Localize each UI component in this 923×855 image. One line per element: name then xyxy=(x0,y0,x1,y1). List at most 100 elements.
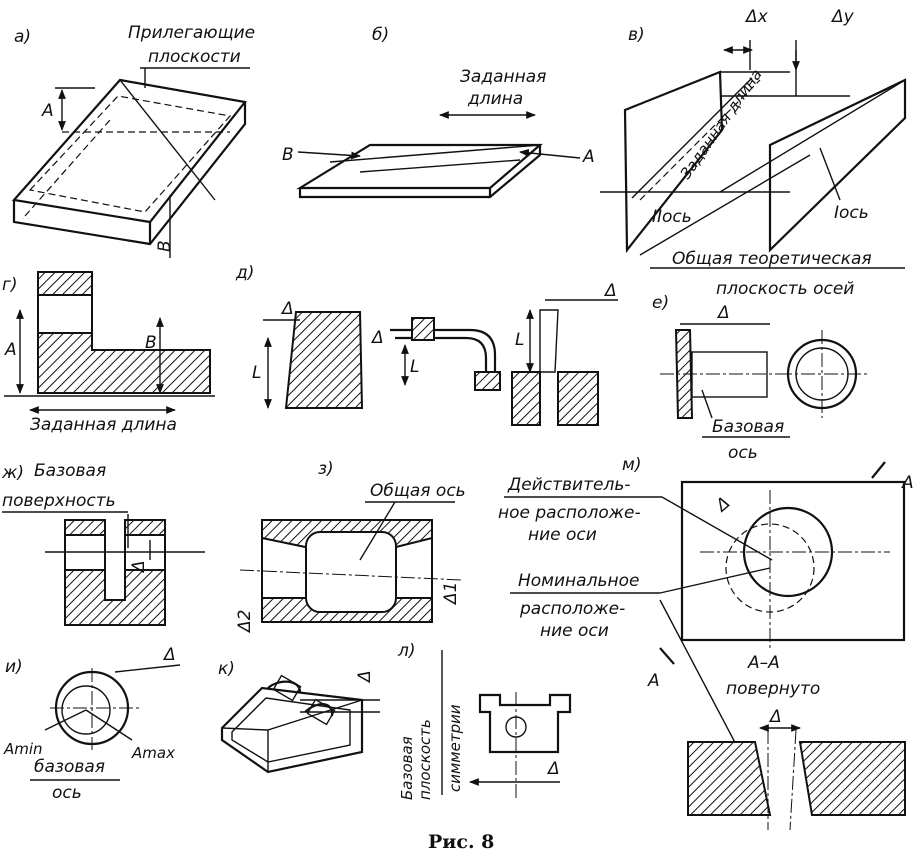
nominal-line1: Номинальное xyxy=(518,571,639,591)
label-line1: Базовая xyxy=(398,736,416,800)
dim-a-label: A xyxy=(4,340,17,360)
panel-b-letter: б) xyxy=(372,25,389,45)
panel-d: д) Δ L Δ L Δ L xyxy=(235,263,618,426)
delta-x-label: Δx xyxy=(744,7,769,27)
delta-2: Δ xyxy=(370,328,384,348)
panel-a-letter: а) xyxy=(14,27,31,47)
arrow-a xyxy=(519,148,581,159)
two-planes-shape xyxy=(600,40,907,269)
mark-a: A xyxy=(582,147,595,167)
len-1: L xyxy=(252,363,261,383)
actual-line3: ние оси xyxy=(528,525,597,545)
section-left xyxy=(687,741,772,816)
panel-a: а) Прилегающие плоскости A B xyxy=(11,23,255,258)
panel-zh: ж) Базовая поверхность Δ xyxy=(1,461,205,626)
label-line1: базовая xyxy=(34,757,105,777)
panel-k: к) Δ xyxy=(218,659,380,774)
wall-part-1 xyxy=(284,311,364,409)
delta-label: Δ xyxy=(162,645,176,665)
nominal-leader xyxy=(659,567,771,594)
panel-g: г) A B Заданная длина xyxy=(2,271,215,435)
panel-a-label-line2: плоскости xyxy=(148,47,241,67)
delta-label: Δ xyxy=(711,493,734,517)
panel-g-letter: г) xyxy=(2,275,18,295)
label-line1: Базовая xyxy=(712,417,784,437)
arrow-b xyxy=(297,151,361,160)
label-line2: ось xyxy=(728,443,758,463)
panel-v: в) Δx Δy Заданная длина IIось Iось Общая… xyxy=(600,7,907,299)
panel-i-letter: и) xyxy=(5,657,23,677)
actual-line2: ное расположе- xyxy=(498,503,641,523)
leader xyxy=(359,501,396,561)
delta-2: Δ2 xyxy=(235,610,255,634)
panel-i: и) Δ Amin Amax базовая ось xyxy=(3,645,181,803)
plane-label-line2: плоскость осей xyxy=(716,279,854,299)
section-a-top: A xyxy=(901,473,914,493)
amax-label: Amax xyxy=(131,744,175,762)
axis-2-label: IIось xyxy=(652,207,692,227)
rotated-label: повернуто xyxy=(726,679,820,699)
label-line1: Базовая xyxy=(34,461,106,481)
amax-line xyxy=(85,709,133,741)
panel-m-letter: м) xyxy=(622,455,641,475)
delta-label: Δ xyxy=(716,303,730,323)
nominal-line3: ние оси xyxy=(540,621,609,641)
box-part xyxy=(220,674,364,774)
section-mark-top xyxy=(871,461,886,479)
nominal-line2: расположе- xyxy=(519,599,625,619)
bore-center xyxy=(305,531,397,613)
l-part-shape xyxy=(478,693,572,754)
delta-label: Δ xyxy=(546,759,560,779)
actual-line1: Действитель- xyxy=(507,475,631,495)
label-line2: поверхность xyxy=(2,491,116,511)
block-window xyxy=(37,294,93,334)
common-axis xyxy=(239,569,463,581)
panel-e: е) Δ Базовая ось xyxy=(652,293,868,463)
panel-b: б) Заданная длина B A xyxy=(282,25,595,199)
delta-3: Δ xyxy=(603,281,617,301)
pin xyxy=(539,309,559,373)
delta-dim xyxy=(114,664,181,673)
panel-d-letter: д) xyxy=(235,263,254,283)
label-line2: плоскость xyxy=(416,719,434,800)
delta2-label: Δ xyxy=(768,707,782,727)
delta-1: Δ1 xyxy=(441,582,461,606)
section-right xyxy=(798,741,906,816)
dim-b-label: B xyxy=(155,240,175,252)
delta-label: Δ xyxy=(355,670,375,684)
leader xyxy=(701,389,713,419)
panel-b-label-line2: длина xyxy=(467,89,523,109)
delta-label: Δ xyxy=(129,560,149,574)
thin-plate-shape xyxy=(296,143,543,199)
panel-e-letter: е) xyxy=(652,293,669,313)
length-label: Заданная длина xyxy=(30,415,177,435)
outer-circle xyxy=(786,338,858,410)
dim-a-label: A xyxy=(41,101,54,121)
bore-left xyxy=(261,536,311,599)
section-title: А–А xyxy=(747,653,780,673)
amin-line xyxy=(44,709,87,731)
dim-b-label: B xyxy=(145,333,157,353)
panel-l-letter: л) xyxy=(397,641,416,661)
ground-left xyxy=(511,371,541,426)
delta-1: Δ xyxy=(280,299,294,319)
panel-zh-letter: ж) xyxy=(1,463,24,483)
plane-label-line1: Общая теоретическая xyxy=(672,249,872,269)
len-2: L xyxy=(410,357,419,377)
actual-leader xyxy=(661,496,773,561)
figure-caption: Рис. 8 xyxy=(428,831,494,853)
plate-shape xyxy=(11,78,248,246)
panel-l: л) Базовая плоскость симметрии Δ xyxy=(397,641,572,800)
label-line2: ось xyxy=(52,783,82,803)
panel-k-letter: к) xyxy=(218,659,235,679)
ground-right xyxy=(557,371,599,426)
label: Общая ось xyxy=(370,481,466,501)
axis-1-label: Iось xyxy=(834,203,869,223)
len-3: L xyxy=(515,330,524,350)
panel-m: м) Действитель- ное расположе- ние оси Н… xyxy=(498,455,914,831)
label-line3: симметрии xyxy=(446,704,464,792)
delta-y-label: Δy xyxy=(830,7,855,27)
section-axis-2 xyxy=(789,729,797,831)
bore-right xyxy=(391,536,433,599)
